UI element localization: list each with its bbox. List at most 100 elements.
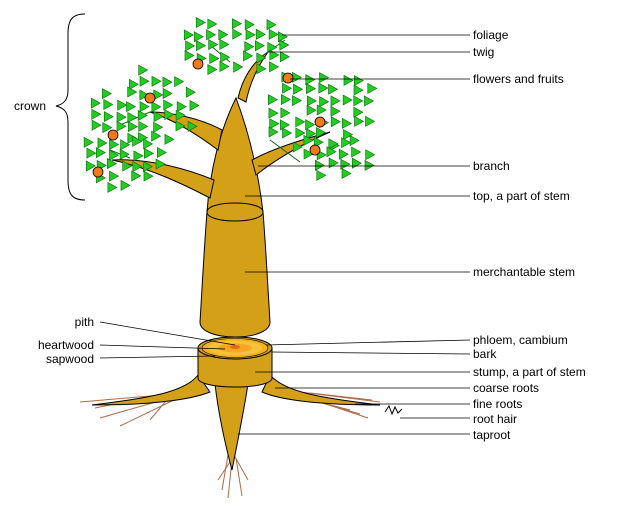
leaf	[196, 41, 205, 51]
leaf	[364, 96, 373, 106]
fruit	[315, 117, 325, 127]
leaf	[152, 102, 161, 112]
leaf	[132, 171, 141, 181]
leaf	[269, 108, 278, 118]
leaf	[208, 19, 217, 29]
leaf	[121, 180, 130, 190]
label-twig: twig	[473, 45, 494, 59]
leaf	[269, 62, 278, 72]
fruit	[108, 130, 118, 140]
leaf	[339, 149, 348, 159]
leaf	[243, 51, 252, 61]
leaf	[306, 84, 315, 94]
leaf	[206, 30, 215, 40]
leaf	[269, 29, 278, 39]
leaf	[270, 50, 279, 60]
leaf	[267, 20, 276, 30]
label-stump: stump, a part of stem	[473, 365, 586, 379]
leaf	[245, 20, 254, 30]
leaf	[355, 116, 364, 126]
leaf	[350, 136, 359, 146]
leaf	[126, 102, 135, 112]
leaf	[128, 87, 137, 97]
label-taproot: taproot	[473, 428, 510, 442]
leaf	[102, 89, 111, 99]
leaf	[163, 77, 172, 87]
leaf	[354, 85, 363, 95]
leaf	[165, 134, 174, 144]
leaf	[120, 149, 129, 159]
leaf	[139, 121, 148, 131]
label-pith: pith	[40, 315, 94, 329]
leaf	[140, 102, 149, 112]
leaf	[307, 105, 316, 115]
leaf	[157, 147, 166, 157]
leaf	[245, 42, 254, 52]
leaf	[354, 96, 363, 106]
label-merchantable-stem: merchantable stem	[473, 265, 575, 279]
leaf	[343, 95, 352, 105]
leaf	[292, 96, 301, 106]
leaf	[152, 76, 161, 86]
leaf	[319, 73, 328, 83]
leaf	[196, 17, 205, 27]
leaf	[186, 41, 195, 51]
leaf	[268, 95, 277, 105]
label-flowers-fruits: flowers and fruits	[473, 72, 564, 86]
leaf	[255, 41, 264, 51]
leaf	[307, 96, 316, 106]
leaf	[246, 30, 255, 40]
leaf	[110, 140, 119, 150]
leaf	[280, 52, 289, 62]
leaf	[317, 105, 326, 115]
label-fine-roots: fine roots	[473, 397, 522, 411]
leaf	[104, 100, 113, 110]
leaf	[296, 128, 305, 138]
leaf	[319, 83, 328, 93]
leaf	[344, 75, 353, 85]
leaf	[154, 122, 163, 132]
leaf	[352, 147, 361, 157]
fruit	[93, 167, 103, 177]
leaf	[118, 100, 127, 110]
label-coarse-roots: coarse roots	[473, 381, 539, 395]
leaf	[208, 64, 217, 74]
merchantable-stem-shape	[200, 212, 270, 337]
leaf	[108, 182, 117, 192]
pith-dot	[230, 345, 240, 349]
leaf	[257, 64, 266, 74]
label-root-hair: root hair	[473, 412, 517, 426]
leaf	[184, 30, 193, 40]
leaf	[98, 138, 107, 148]
leaf	[317, 170, 326, 180]
leaf	[175, 77, 184, 87]
leaf	[91, 98, 100, 108]
label-foliage: foliage	[473, 28, 508, 42]
leaf	[331, 106, 340, 116]
fruit	[145, 93, 155, 103]
label-sapwood: sapwood	[20, 352, 94, 366]
leaf	[96, 148, 105, 158]
leaf	[219, 30, 228, 40]
leaf	[315, 160, 324, 170]
leaf	[138, 110, 147, 120]
leaf	[280, 120, 289, 130]
leaf	[117, 112, 126, 122]
leaf	[194, 32, 203, 42]
leaf	[341, 159, 350, 169]
leaf	[328, 84, 337, 94]
leaf	[185, 51, 194, 61]
leaf	[306, 120, 315, 130]
leaf	[128, 122, 137, 132]
leaf	[282, 128, 291, 138]
leaf	[268, 42, 277, 52]
leaf	[365, 160, 374, 170]
leaf	[292, 72, 301, 82]
crown-brace	[56, 14, 85, 200]
label-heartwood: heartwood	[20, 338, 94, 352]
leaf	[129, 79, 138, 89]
leaf	[139, 65, 148, 75]
leaf	[331, 117, 340, 127]
label-branch: branch	[473, 159, 510, 173]
leaf	[342, 168, 351, 178]
